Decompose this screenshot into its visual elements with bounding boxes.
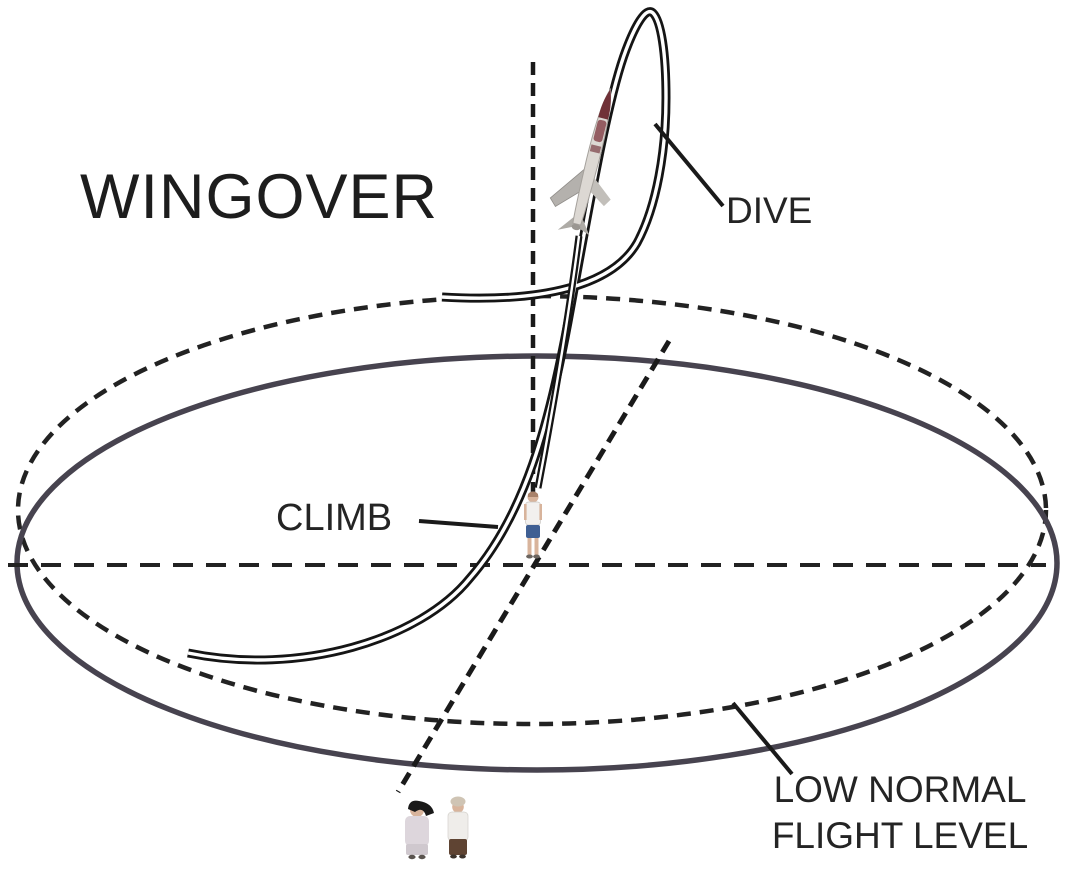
diagonal-axis-dashed-line bbox=[395, 339, 672, 794]
descent-track-core bbox=[536, 235, 581, 489]
spectator-right-pants bbox=[449, 839, 467, 855]
wingover-flight-path bbox=[187, 7, 671, 665]
airplane-stripe bbox=[589, 144, 602, 154]
spectator-right-feet bbox=[450, 854, 457, 859]
pilot-left-foot bbox=[526, 554, 533, 559]
airplane-right-wing bbox=[590, 178, 611, 207]
spectator-left-figure bbox=[405, 800, 434, 860]
flight-level-label: LOW NORMAL FLIGHT LEVEL bbox=[750, 767, 1050, 859]
airplane-tail-left bbox=[557, 216, 575, 230]
climb-pointer-line bbox=[418, 519, 499, 529]
pilot-shirt bbox=[525, 501, 541, 526]
climb-label: CLIMB bbox=[276, 497, 393, 539]
airplane-canopy bbox=[593, 119, 607, 143]
flight-path-outline bbox=[187, 7, 671, 665]
flight-level-label-line2: FLIGHT LEVEL bbox=[771, 815, 1029, 856]
spectator-right-figure bbox=[447, 796, 469, 859]
spectator-right-feet-2 bbox=[459, 854, 466, 859]
pilot-right-leg bbox=[534, 538, 539, 555]
flight-path-core bbox=[187, 9, 668, 662]
dashed-flight-circle bbox=[15, 293, 1049, 727]
flight-level-label-line1: LOW NORMAL bbox=[773, 769, 1027, 810]
spectator-left-hair bbox=[408, 800, 434, 816]
pilot-left-leg bbox=[527, 538, 532, 555]
diagram-title: WINGOVER bbox=[80, 162, 439, 232]
dive-pointer-line bbox=[653, 122, 725, 208]
pilot-left-arm bbox=[524, 504, 527, 520]
spectator-left-feet-2 bbox=[418, 854, 426, 860]
pilot-shorts bbox=[526, 525, 540, 538]
pilot-hair bbox=[528, 491, 538, 497]
pilot-right-arm bbox=[539, 504, 542, 520]
airplane-icon bbox=[549, 87, 612, 236]
spectator-left-skirt bbox=[406, 844, 428, 855]
spectator-left-feet bbox=[408, 854, 416, 860]
airplane-wheel bbox=[571, 223, 581, 231]
pilot-right-foot bbox=[533, 554, 540, 559]
spectator-left-top bbox=[405, 816, 429, 846]
spectator-right-cap bbox=[450, 796, 466, 807]
flight-level-pointer-line bbox=[731, 701, 794, 776]
spectator-right-shirt bbox=[447, 811, 469, 842]
dive-label: DIVE bbox=[726, 190, 813, 231]
pilot-figure bbox=[524, 491, 542, 559]
airplane-nose bbox=[598, 89, 611, 120]
spectators-group bbox=[405, 796, 469, 860]
